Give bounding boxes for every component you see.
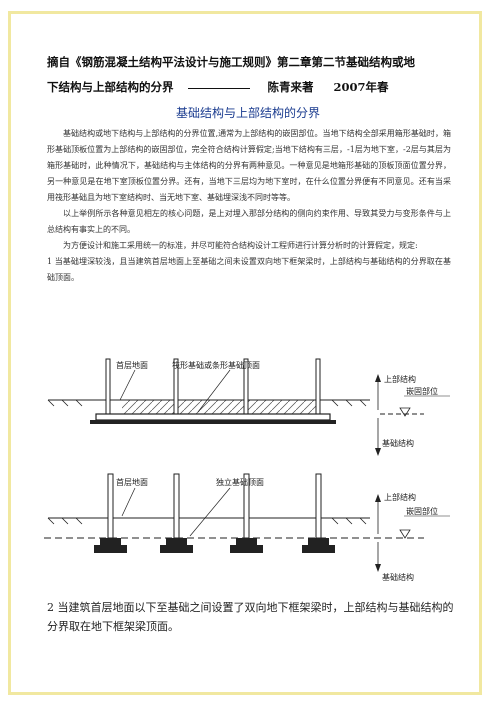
column xyxy=(315,473,322,539)
paragraph-3: 为方便设计和施工采用统一的标准，并尽可能符合结构设计工程师进行计算分析时的计算假… xyxy=(63,241,418,250)
header-author: 陈青来著 xyxy=(267,80,314,94)
page-title: 基础结构与上部结构的分界 xyxy=(175,106,320,120)
header-rule xyxy=(187,87,250,89)
header-line-2: 下结构与上部结构的分界 陈青来著 2007年春 xyxy=(47,75,457,100)
label-foundation-structure: 基础结构 xyxy=(382,572,414,582)
isolated-footing xyxy=(160,538,193,553)
raft-slab xyxy=(95,413,331,421)
label-foundation-structure: 基础结构 xyxy=(382,438,414,448)
raft-base xyxy=(90,420,336,424)
isolated-footing-diagram: 首层地面 独立基础顶面 上部结构 嵌固部位 基础结构 xyxy=(44,473,450,582)
label-raft-top: 筏形基础或条形基础顶面 xyxy=(172,360,260,370)
label-upper-structure: 上部结构 xyxy=(384,492,416,502)
label-ground-floor: 首层地面 xyxy=(116,360,148,370)
paragraph-1: 基础结构或地下结构与上部结构的分界位置,通常为上部结构的嵌固部位。当地下结构全部… xyxy=(47,129,451,202)
body-text: 基础结构或地下结构与上部结构的分界位置,通常为上部结构的嵌固部位。当地下结构全部… xyxy=(47,126,451,286)
source-header: 摘自《钢筋混凝土结构平法设计与施工规则》第二章第二节基础结构或地 下结构与上部结… xyxy=(47,50,457,100)
label-isolated-footing-top: 独立基础顶面 xyxy=(216,477,264,487)
column xyxy=(173,473,180,539)
header-date: 2007年春 xyxy=(333,80,389,94)
label-upper-structure: 上部结构 xyxy=(384,374,416,384)
label-ground-floor: 首层地面 xyxy=(116,477,148,487)
paragraph-2: 以上举例所示各种意见相左的核心问题，是上对埋入那部分结构的侧向约束作用、导致其受… xyxy=(47,209,451,234)
foundation-diagrams: 首层地面 筏形基础或条形基础顶面 上部结构 嵌固部位 基础结构 首层地面 独立基… xyxy=(44,358,450,582)
raft-foundation-diagram: 首层地面 筏形基础或条形基础顶面 上部结构 嵌固部位 基础结构 xyxy=(47,358,450,456)
isolated-footing xyxy=(94,538,127,553)
header-title-end: 下结构与上部结构的分界 xyxy=(47,80,174,94)
header-line-1: 摘自《钢筋混凝土结构平法设计与施工规则》第二章第二节基础结构或地 xyxy=(47,55,415,69)
page-border xyxy=(8,11,482,695)
label-embedment: 嵌固部位 xyxy=(406,386,438,396)
label-embedment: 嵌固部位 xyxy=(406,506,438,516)
rule-item-2: 2 当建筑首层地面以下至基础之间设置了双向地下框架梁时，上部结构与基础结构的分界… xyxy=(47,601,454,633)
isolated-footing xyxy=(302,538,335,553)
isolated-footing xyxy=(230,538,263,553)
rule-item-1: 1 当基础埋深较浅，且当建筑首层地面上至基础之间未设置双向地下框架梁时，上部结构… xyxy=(47,257,451,282)
column xyxy=(315,358,321,415)
column xyxy=(107,473,114,539)
column xyxy=(105,358,111,415)
